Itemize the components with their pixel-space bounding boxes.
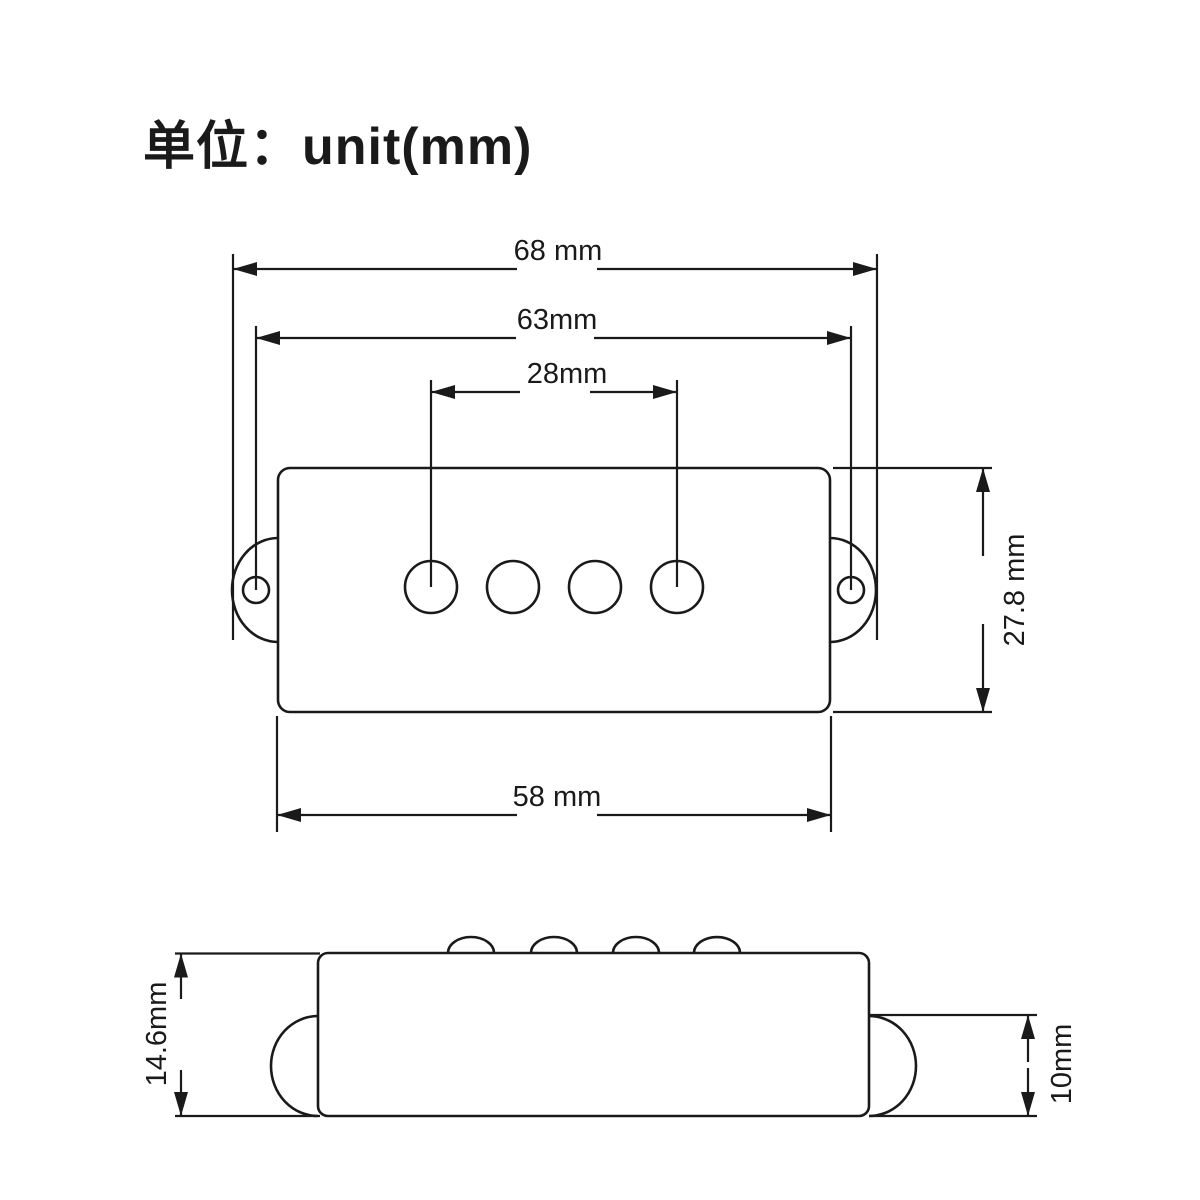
- pole-piece-2: [485, 559, 541, 615]
- dim-label-body-height: 27.8 mm: [999, 534, 1031, 647]
- pickup-body-top-view: [276, 466, 832, 714]
- mounting-ear-right-side: [868, 1014, 918, 1118]
- pole-bump-4: [692, 935, 742, 954]
- pole-bump-2: [529, 935, 579, 954]
- top-view: 68 mm 63mm 28mm: [230, 235, 1031, 832]
- pole-piece-3: [567, 559, 623, 615]
- dim-label-screw-hole-span: 63mm: [517, 304, 598, 336]
- dim-body-width: 58 mm: [275, 716, 833, 832]
- side-view: 14.6mm 10mm: [141, 935, 1078, 1118]
- pole-bump-3: [611, 935, 661, 954]
- dim-outer-width: 68 mm: [231, 235, 879, 640]
- pole-bump-1: [446, 935, 496, 954]
- page-title: 单位：unit(mm): [143, 118, 533, 176]
- dim-label-total-height: 14.6mm: [141, 982, 173, 1087]
- dim-label-body-width: 58 mm: [513, 781, 602, 813]
- dim-body-height: 27.8 mm: [833, 466, 1031, 714]
- mounting-ear-left-side: [269, 1014, 319, 1118]
- dim-label-outer-width: 68 mm: [514, 235, 603, 267]
- pickup-body-side-view: [316, 951, 871, 1118]
- dim-screw-hole-span: 63mm: [254, 304, 853, 590]
- dim-label-ear-height: 10mm: [1046, 1024, 1078, 1105]
- dim-ear-height: 10mm: [869, 1013, 1078, 1118]
- dim-pole-span: 28mm: [429, 358, 679, 587]
- dim-label-pole-span: 28mm: [527, 358, 608, 390]
- dim-total-height: 14.6mm: [141, 952, 320, 1118]
